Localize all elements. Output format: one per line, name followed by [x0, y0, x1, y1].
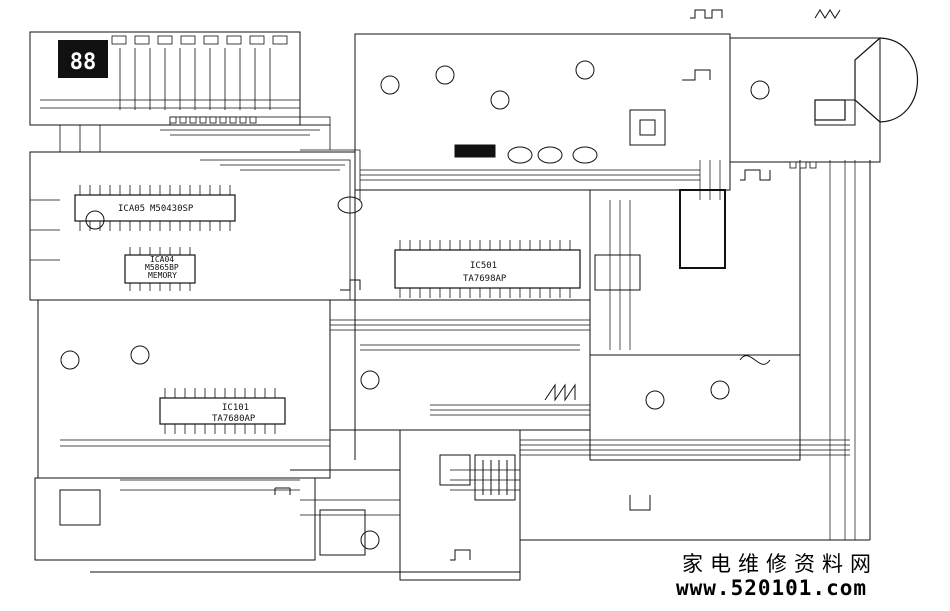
ic-ic501: IC501 TA7698AP — [394, 240, 581, 298]
ic-ica04: ICA04 M5865BP MEMORY — [124, 247, 196, 291]
watermark-chinese: 家电维修资料网 — [682, 552, 878, 576]
ic-ic101-part: TA7680AP — [212, 414, 256, 424]
seven-segment-display: 88 — [58, 40, 108, 78]
ic-ica05-part: M50430SP — [150, 204, 194, 214]
crt-tube-icon — [814, 37, 919, 123]
ic-ic101-ref: IC101 — [222, 403, 249, 413]
ic-ic501-ref: IC501 — [470, 261, 497, 271]
ic-ica04-ref: ICA04 — [150, 255, 174, 264]
display-digits: 88 — [70, 50, 97, 75]
watermark-url: www.520101.com — [676, 576, 868, 600]
ic-ic501-part: TA7698AP — [463, 274, 507, 284]
ic-ica04-part: M5865BP — [145, 263, 179, 272]
ic-ic101: IC101 TA7680AP — [159, 388, 286, 434]
ic-ica05: ICA05 M50430SP — [74, 185, 236, 231]
ic-ica05-ref: ICA05 — [118, 204, 145, 214]
coil-icon — [337, 144, 598, 214]
flyback-transformer-icon — [474, 454, 516, 501]
ic-ica04-role: MEMORY — [148, 271, 177, 280]
